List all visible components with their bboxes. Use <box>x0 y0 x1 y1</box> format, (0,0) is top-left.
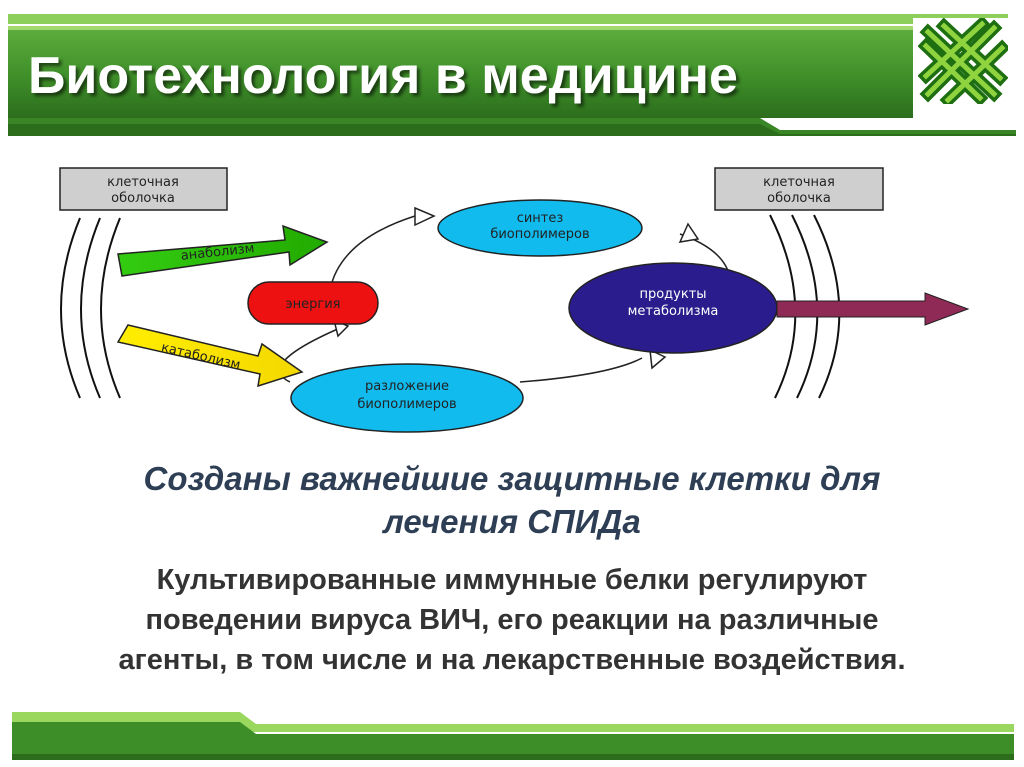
energy-label: энергия <box>286 297 341 312</box>
membrane-box-left: клеточная оболочка <box>59 167 228 211</box>
products-line2: метаболизма <box>628 304 719 319</box>
decomposition-line1: разложение <box>365 379 449 394</box>
membrane-box-right: клеточная оболочка <box>714 167 884 211</box>
decomposition-line2: биополимеров <box>357 397 456 412</box>
membrane-left-line2: оболочка <box>111 191 175 206</box>
membrane-right-line1: клеточная <box>763 175 835 190</box>
body-line-2: поведении вируса ВИЧ, его реакции на раз… <box>145 604 879 636</box>
energy-oval: энергия <box>247 281 379 325</box>
synthesis-line1: синтез <box>517 211 564 226</box>
output-arrow <box>776 292 970 326</box>
decomposition-oval: разложение биополимеров <box>290 363 524 433</box>
header-banner <box>0 0 1024 136</box>
subtitle-line-2: лечения СПИДа <box>383 503 641 540</box>
subtitle: Созданы важнейшие защитные клетки для ле… <box>40 457 984 543</box>
body-paragraph: Культивированные иммунные белки регулиру… <box>40 560 984 680</box>
metabolism-diagram: клеточная оболочка клеточная оболочка ан… <box>59 167 970 433</box>
footer-banner <box>12 712 1014 760</box>
celtic-knot-logo-icon <box>918 18 1008 104</box>
products-oval: продукты метаболизма <box>568 262 778 354</box>
anabolism-arrow: анаболизм <box>117 224 329 277</box>
body-line-3: агенты, в том числе и на лекарственные в… <box>118 644 906 676</box>
membrane-left-line1: клеточная <box>107 175 179 190</box>
left-membrane-curves <box>60 217 121 399</box>
slide-title: Биотехнология в медицине <box>28 47 738 105</box>
synthesis-line2: биополимеров <box>490 227 589 242</box>
cycle-arrowheads <box>332 206 700 370</box>
subtitle-line-1: Созданы важнейшие защитные клетки для <box>143 460 881 497</box>
products-line1: продукты <box>639 287 706 302</box>
catabolism-arrow: катаболизм <box>116 324 304 388</box>
membrane-right-line2: оболочка <box>767 191 831 206</box>
synthesis-oval: синтез биополимеров <box>437 199 643 257</box>
body-line-1: Культивированные иммунные белки регулиру… <box>156 564 868 596</box>
